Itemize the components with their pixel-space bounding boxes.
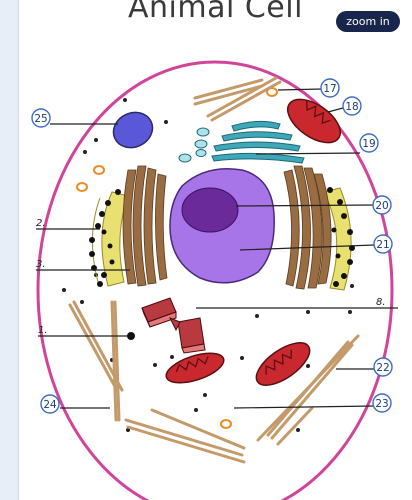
label-badge-18[interactable]: 18 <box>342 96 362 116</box>
endoplasmic-reticulum-left <box>89 165 168 287</box>
handwritten-label-2: 2. <box>36 218 46 229</box>
golgi-apparatus <box>211 120 305 164</box>
handwritten-label-3: 3. <box>36 259 46 270</box>
lysosome <box>112 111 154 149</box>
svg-text:25: 25 <box>34 113 47 125</box>
page-title: Animal Cell <box>128 0 303 25</box>
svg-text:19: 19 <box>362 138 375 150</box>
label-badge-20[interactable]: 20 <box>372 195 392 215</box>
svg-text:22: 22 <box>376 362 389 374</box>
zoom-in-button[interactable]: zoom in <box>336 11 400 32</box>
label-badge-24[interactable]: 24 <box>40 394 60 414</box>
handwritten-label-8: 8. <box>376 297 386 308</box>
mitochondrion-bottom-left <box>165 352 225 384</box>
golgi-vesicles <box>178 127 210 163</box>
microtubules-bottom-right <box>256 334 360 446</box>
svg-text:23: 23 <box>375 398 388 410</box>
label-badge-22[interactable]: 22 <box>373 357 393 377</box>
left-panel-edge <box>0 0 19 500</box>
svg-text:17: 17 <box>323 83 336 95</box>
cytoplasm-granules <box>62 98 354 432</box>
label-badge-25[interactable]: 25 <box>31 108 51 128</box>
svg-text:18: 18 <box>345 101 358 113</box>
mitochondrion-bottom-right <box>255 342 311 386</box>
svg-text:20: 20 <box>375 200 388 212</box>
microtubules-top <box>193 76 282 122</box>
label-badge-23[interactable]: 23 <box>372 393 392 413</box>
leader-dot <box>127 332 135 340</box>
svg-text:24: 24 <box>43 399 57 411</box>
microtubules-bottom-left <box>68 300 246 464</box>
endoplasmic-reticulum-right <box>283 165 355 291</box>
handwritten-label-1: 1. <box>38 325 48 336</box>
label-badge-21[interactable]: 21 <box>373 234 393 254</box>
label-badge-19[interactable]: 19 <box>359 133 379 153</box>
nucleolus <box>181 187 239 233</box>
mitochondrion-top <box>287 98 341 144</box>
label-badge-17[interactable]: 17 <box>320 78 340 98</box>
centrioles <box>141 297 206 354</box>
leader-lines <box>36 88 398 409</box>
svg-text:21: 21 <box>376 239 389 251</box>
